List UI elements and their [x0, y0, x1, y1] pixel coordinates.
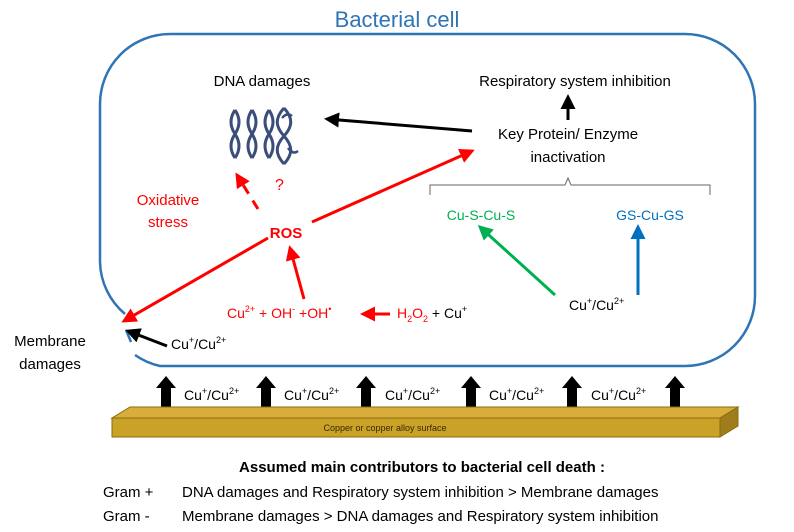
- membrane-damages-line1: Membrane: [14, 333, 86, 350]
- membrane-damages-line2: damages: [19, 356, 81, 373]
- up-arrow-5: [562, 376, 582, 408]
- bottom-ion-1: Cu+/Cu2+: [184, 386, 239, 403]
- up-arrow-2: [256, 376, 276, 408]
- footer-row-2-text: Membrane damages > DNA damages and Respi…: [182, 508, 658, 525]
- cu-ion-right: Cu+/Cu2+: [569, 296, 624, 313]
- dna-damages-label: DNA damages: [214, 73, 311, 90]
- bottom-ion-labels: Cu+/Cu2+ Cu+/Cu2+ Cu+/Cu2+ Cu+/Cu2+ Cu+/…: [184, 386, 646, 403]
- oxidative-stress-line2: stress: [148, 214, 188, 231]
- cell-membrane-outline: [98, 32, 757, 368]
- question-mark: ?: [275, 177, 284, 194]
- bottom-ion-4: Cu+/Cu2+: [489, 386, 544, 403]
- cu-ion-membrane: Cu+/Cu2+: [171, 335, 226, 352]
- bottom-ion-3: Cu+/Cu2+: [385, 386, 440, 403]
- dna-helix-icon: [229, 106, 299, 166]
- up-arrow-4: [461, 376, 481, 408]
- arrow-ros-to-enzyme: [311, 149, 475, 224]
- cu-s-cu-s-label: Cu-S-Cu-S: [447, 207, 515, 223]
- arrow-cu-to-membrane: [125, 328, 168, 348]
- key-protein-label-line2: inactivation: [530, 149, 605, 166]
- fenton-products: Cu2+ + OH- +OH•: [227, 304, 331, 321]
- up-arrow-6: [665, 376, 685, 408]
- footer-row-1-label: Gram +: [103, 484, 154, 501]
- ros-label: ROS: [270, 225, 303, 242]
- title: Bacterial cell: [335, 7, 460, 32]
- respiratory-inhibition-label: Respiratory system inhibition: [479, 73, 671, 90]
- enzyme-bracket: [429, 176, 711, 195]
- arrow-cu-to-cuscus: [477, 224, 557, 297]
- fenton-reactants: H2O2 + Cu+: [397, 304, 467, 324]
- footer-heading: Assumed main contributors to bacterial c…: [239, 459, 605, 476]
- arrow-ros-to-dna: [235, 172, 260, 210]
- oxidative-stress-line1: Oxidative: [137, 192, 200, 209]
- arrow-ros-to-membrane: [121, 236, 269, 323]
- key-protein-label-line1: Key Protein/ Enzyme: [498, 126, 638, 143]
- footer-row-2-label: Gram -: [103, 508, 150, 525]
- bottom-ion-2: Cu+/Cu2+: [284, 386, 339, 403]
- up-arrow-3: [356, 376, 376, 408]
- arrow-hydroxyl-to-ros: [285, 245, 306, 300]
- copper-surface-label: Copper or copper alloy surface: [323, 423, 446, 433]
- gs-cu-gs-label: GS-Cu-GS: [616, 207, 684, 223]
- bottom-ion-5: Cu+/Cu2+: [591, 386, 646, 403]
- copper-surface: Copper or copper alloy surface: [110, 406, 740, 438]
- bottom-arrows: [156, 376, 685, 408]
- up-arrow-1: [156, 376, 176, 408]
- arrow-enzyme-to-dna: [324, 112, 473, 133]
- footer-row-1-text: DNA damages and Respiratory system inhib…: [182, 484, 658, 501]
